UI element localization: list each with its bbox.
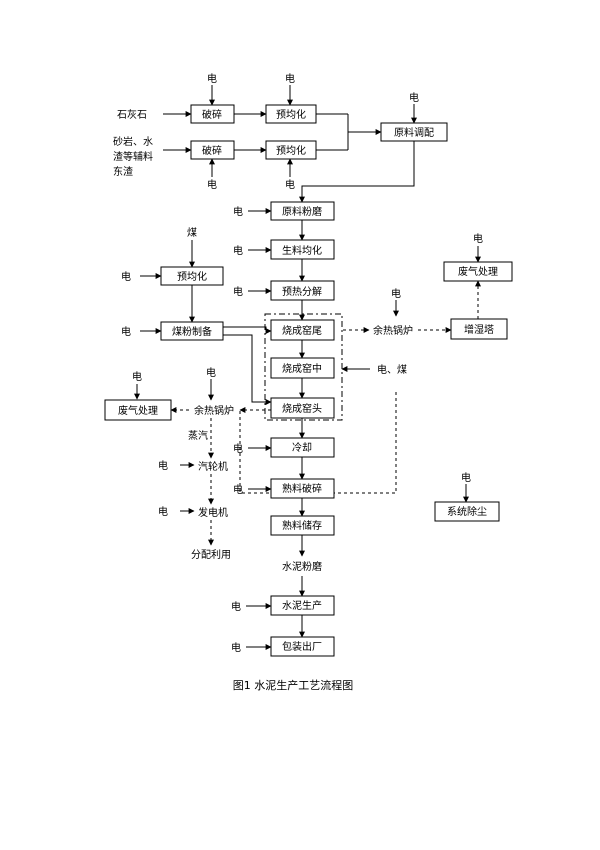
elec-label: 电 (233, 442, 243, 455)
coal-powder-box (160, 321, 224, 341)
waste-heat-boiler-label: 余热锅炉 (373, 324, 413, 337)
crush-label: 破碎 (202, 108, 222, 121)
preheat-label: 预热分解 (282, 285, 322, 298)
raw-meal-homog-label: 生料均化 (282, 244, 322, 257)
flow-lines (134, 85, 481, 650)
raw-grinding-label: 原料粉磨 (282, 205, 322, 218)
packing-box (270, 636, 335, 657)
cooling-label: 冷却 (292, 441, 312, 454)
clinker-storage-box (270, 515, 335, 536)
elec-label: 电 (207, 178, 217, 191)
elec-label: 电 (233, 205, 243, 218)
clinker-storage-label: 熟料储存 (282, 519, 322, 532)
aux-material-label: 渣等辅料 (113, 150, 153, 163)
coal-prehomog-box (160, 266, 224, 286)
kiln-tail-box (270, 319, 335, 341)
prehomog-box-2 (265, 140, 317, 160)
distribution-label: 分配利用 (191, 549, 231, 561)
crush-label: 破碎 (202, 144, 222, 157)
elec-label: 电 (391, 287, 401, 300)
dust-removal-box (434, 501, 500, 522)
crush-box-2 (190, 140, 235, 160)
steam-label: 蒸汽 (188, 429, 208, 442)
waste-gas-label: 废气处理 (458, 265, 498, 278)
crush-box-1 (190, 104, 235, 124)
heat-recovery-lines (170, 280, 481, 546)
elec-label: 电 (206, 366, 216, 379)
waste-gas-label: 废气处理 (118, 404, 158, 417)
kiln-mid-box (270, 357, 335, 379)
elec-label: 电 (231, 600, 241, 613)
raw-batching-label: 原料调配 (394, 126, 434, 139)
prehomog-label: 预均化 (276, 144, 306, 157)
humidifier-label: 增湿塔 (464, 323, 494, 336)
elec-label: 电 (121, 325, 131, 338)
clinker-crush-label: 熟料破碎 (282, 482, 322, 495)
coal-powder-label: 煤粉制备 (172, 325, 212, 338)
waste-gas-box-right (443, 261, 513, 282)
elec-label: 电 (132, 370, 142, 383)
elec-label: 电 (285, 72, 295, 85)
figure-caption: 图1 水泥生产工艺流程图 (233, 678, 354, 692)
packing-label: 包装出厂 (282, 640, 322, 653)
elec-label: 电 (207, 72, 217, 85)
elec-label: 电 (285, 178, 295, 191)
dust-removal-label: 系统除尘 (447, 505, 487, 518)
elec-label: 电 (158, 459, 168, 472)
elec-label: 电 (461, 471, 471, 484)
coal-prehomog-label: 预均化 (177, 270, 207, 283)
cement-production-label: 水泥生产 (282, 599, 322, 612)
humidifier-box (450, 318, 508, 340)
elec-label: 电 (233, 483, 243, 496)
elec-label: 电 (233, 285, 243, 298)
aux-material-label: 东渣 (113, 165, 133, 178)
kiln-tail-label: 烧成窑尾 (282, 324, 322, 337)
raw-batching-box (380, 122, 448, 142)
limestone-label: 石灰石 (117, 108, 147, 121)
preheat-box (270, 280, 335, 301)
aux-material-label: 砂岩、水 (113, 135, 153, 148)
waste-gas-box-left (104, 399, 172, 421)
elec-coal-label: 电、煤 (377, 363, 407, 376)
raw-grinding-box (270, 201, 335, 221)
elec-label: 电 (233, 244, 243, 257)
kiln-head-label: 烧成窑头 (282, 402, 322, 415)
kiln-head-box (270, 397, 335, 419)
cement-grinding-label: 水泥粉磨 (282, 560, 322, 573)
kiln-mid-label: 烧成窑中 (282, 362, 322, 375)
elec-label: 电 (409, 91, 419, 104)
kiln-group-boundary (264, 313, 343, 421)
turbine-label: 汽轮机 (198, 460, 228, 473)
waste-heat-boiler-label: 余热锅炉 (194, 404, 234, 417)
cooling-box (270, 437, 335, 458)
elec-label: 电 (121, 270, 131, 283)
generator-label: 发电机 (198, 506, 228, 519)
labels: 电 电 电 电 电 电 电 电 电 电 电 电 电 电 电 电 电 电 电 电 … (113, 72, 498, 692)
raw-meal-homog-box (270, 239, 335, 260)
elec-label: 电 (158, 505, 168, 518)
process-boxes (104, 104, 513, 657)
cement-production-box (270, 595, 335, 616)
elec-label: 电 (473, 232, 483, 245)
elec-label: 电 (231, 641, 241, 654)
coal-label: 煤 (187, 226, 197, 239)
prehomog-label: 预均化 (276, 108, 306, 121)
clinker-crush-box (270, 478, 335, 499)
prehomog-box-1 (265, 104, 317, 124)
